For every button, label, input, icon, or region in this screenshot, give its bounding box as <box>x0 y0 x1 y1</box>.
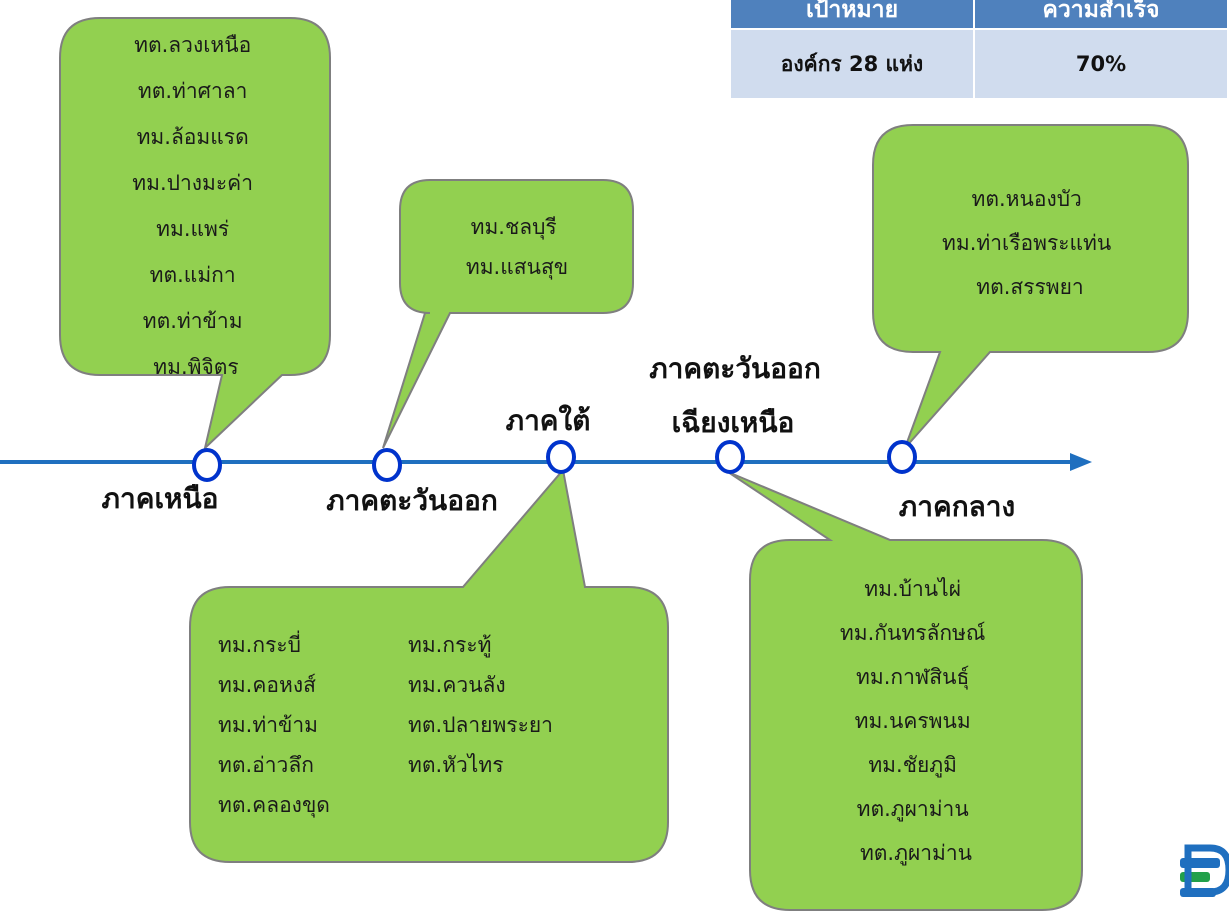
bubble-south-item: ทต.ปลายพระยา <box>408 713 553 737</box>
table-row: องค์กร 28 แห่ง 70% <box>731 28 1229 98</box>
bubble-south-item: ทม.กระบี่ <box>218 630 301 657</box>
bubble-central-item: ทต.หนองบัว <box>971 187 1081 211</box>
svg-text:ทม.กระบี่ ทม.คอหงส์: ทม.กระบี่ ทม.คอหงส์ ทม.ท่าข้าม ทต.อ่าวลึ… <box>218 630 330 818</box>
region-label-south: ภาคใต้ <box>506 404 591 437</box>
bubble-south-item: ทม.กระทู้ <box>408 633 491 658</box>
bubble-south-item: ทม.ท่าข้าม <box>218 713 318 737</box>
bubble-south-item: ทต.อ่าวลึก <box>218 753 314 777</box>
bubble-north-item: ทม.พิจิตร <box>153 355 238 379</box>
bubble-northeast-item: ทต.ภูผาม่าน <box>857 797 969 822</box>
timeline-arrow-icon <box>1070 453 1092 471</box>
bubble-central-item: ทม.ท่าเรือพระแท่น <box>942 231 1111 255</box>
success-cell: 70% <box>974 28 1229 98</box>
bubble-north-item: ทต.ท่าข้าม <box>143 309 243 333</box>
region-label-central: ภาคกลาง <box>899 490 1015 523</box>
bubble-northeast-item: ทม.นครพนม <box>855 709 971 733</box>
target-cell: องค์กร 28 แห่ง <box>731 28 975 98</box>
target-table: เป้าหมาย ความสำเร็จ องค์กร 28 แห่ง 70% <box>731 0 1229 98</box>
bubble-east: ทม.ชลบุรี ทม.แสนสุข <box>382 179 634 449</box>
bubble-north-item: ทม.แพร่ <box>156 217 229 241</box>
bubble-south-item: ทม.คอหงส์ <box>218 673 316 697</box>
svg-text:ทต.ลวงเหนือ ทต.ท่าศาลา: ทต.ลวงเหนือ ทต.ท่าศาลา ทม.ล้อมแรด ทม.ปาง… <box>132 33 259 379</box>
bubble-south-item: ทต.คลองขุด <box>218 793 330 818</box>
region-label-north: ภาคเหนือ <box>102 482 219 515</box>
bubble-north-item: ทต.ลวงเหนือ <box>134 33 251 57</box>
svg-text:ทต.หนองบัว ทม.ท่าเรือพระ: ทต.หนองบัว ทม.ท่าเรือพระแท่น ทต.สรรพยา <box>942 187 1118 299</box>
bubble-northeast-item: ทม.กันทรลักษณ์ <box>840 621 985 645</box>
success-header: ความสำเร็จ <box>974 0 1229 29</box>
bubble-east-item: ทม.แสนสุข <box>466 255 568 280</box>
bubble-north-item: ทต.ท่าศาลา <box>138 79 248 103</box>
timeline-node-northeast <box>715 440 745 474</box>
svg-text:ทม.บ้านไผ่ ทม.กันทรลักษณ: ทม.บ้านไผ่ ทม.กันทรลักษณ์ ทม.กาฬสินธุ์ ท… <box>840 577 992 866</box>
bubble-south-item: ทม.ควนลัง <box>408 673 506 697</box>
svg-text:ทม.ชลบุรี ทม.แสนสุข: ทม.ชลบุรี ทม.แสนสุข <box>466 215 568 280</box>
bubble-northeast-item: ทต.ภูผาม่าน <box>860 841 972 866</box>
timeline-node-south <box>546 440 576 474</box>
bubble-northeast-item: ทม.กาฬสินธุ์ <box>856 665 969 690</box>
bubble-south: ทม.กระบี่ ทม.คอหงส์ ทม.ท่าข้าม ทต.อ่าวลึ… <box>189 467 669 863</box>
target-header: เป้าหมาย <box>731 0 975 29</box>
bubble-northeast: ทม.บ้านไผ่ ทม.กันทรลักษณ์ ทม.กาฬสินธุ์ ท… <box>727 471 1083 911</box>
bubble-east-item: ทม.ชลบุรี <box>471 215 557 240</box>
region-label-east: ภาคตะวันออก <box>326 484 498 517</box>
bubble-northeast-item: ทม.ชัยภูมิ <box>868 753 957 778</box>
bubble-northeast-item: ทม.บ้านไผ่ <box>864 577 961 601</box>
region-label-northeast-line1: ภาคตะวันออก <box>649 352 821 385</box>
bubble-central-item: ทต.สรรพยา <box>976 275 1083 299</box>
bubble-north-item: ทต.แม่กา <box>150 263 236 287</box>
organization-logo-icon <box>1180 844 1229 897</box>
timeline-node-east <box>372 448 402 482</box>
bubble-north: ทต.ลวงเหนือ ทต.ท่าศาลา ทม.ล้อมแรด ทม.ปาง… <box>59 17 331 452</box>
svg-text:ทม.กระทู้ ทม.ควนลัง: ทม.กระทู้ ทม.ควนลัง ทต.ปลายพระยา ทต.หัวไ… <box>408 633 560 777</box>
bubble-north-item: ทม.ปางมะค่า <box>132 171 253 195</box>
region-label-northeast-line2: เฉียงเหนือ <box>672 406 795 439</box>
bubble-central: ทต.หนองบัว ทม.ท่าเรือพระแท่น ทต.สรรพยา <box>872 124 1189 449</box>
timeline-node-north <box>192 448 222 482</box>
bubble-north-item: ทม.ล้อมแรด <box>137 125 249 149</box>
bubble-south-item: ทต.หัวไทร <box>408 753 503 777</box>
timeline-node-central <box>887 440 917 474</box>
